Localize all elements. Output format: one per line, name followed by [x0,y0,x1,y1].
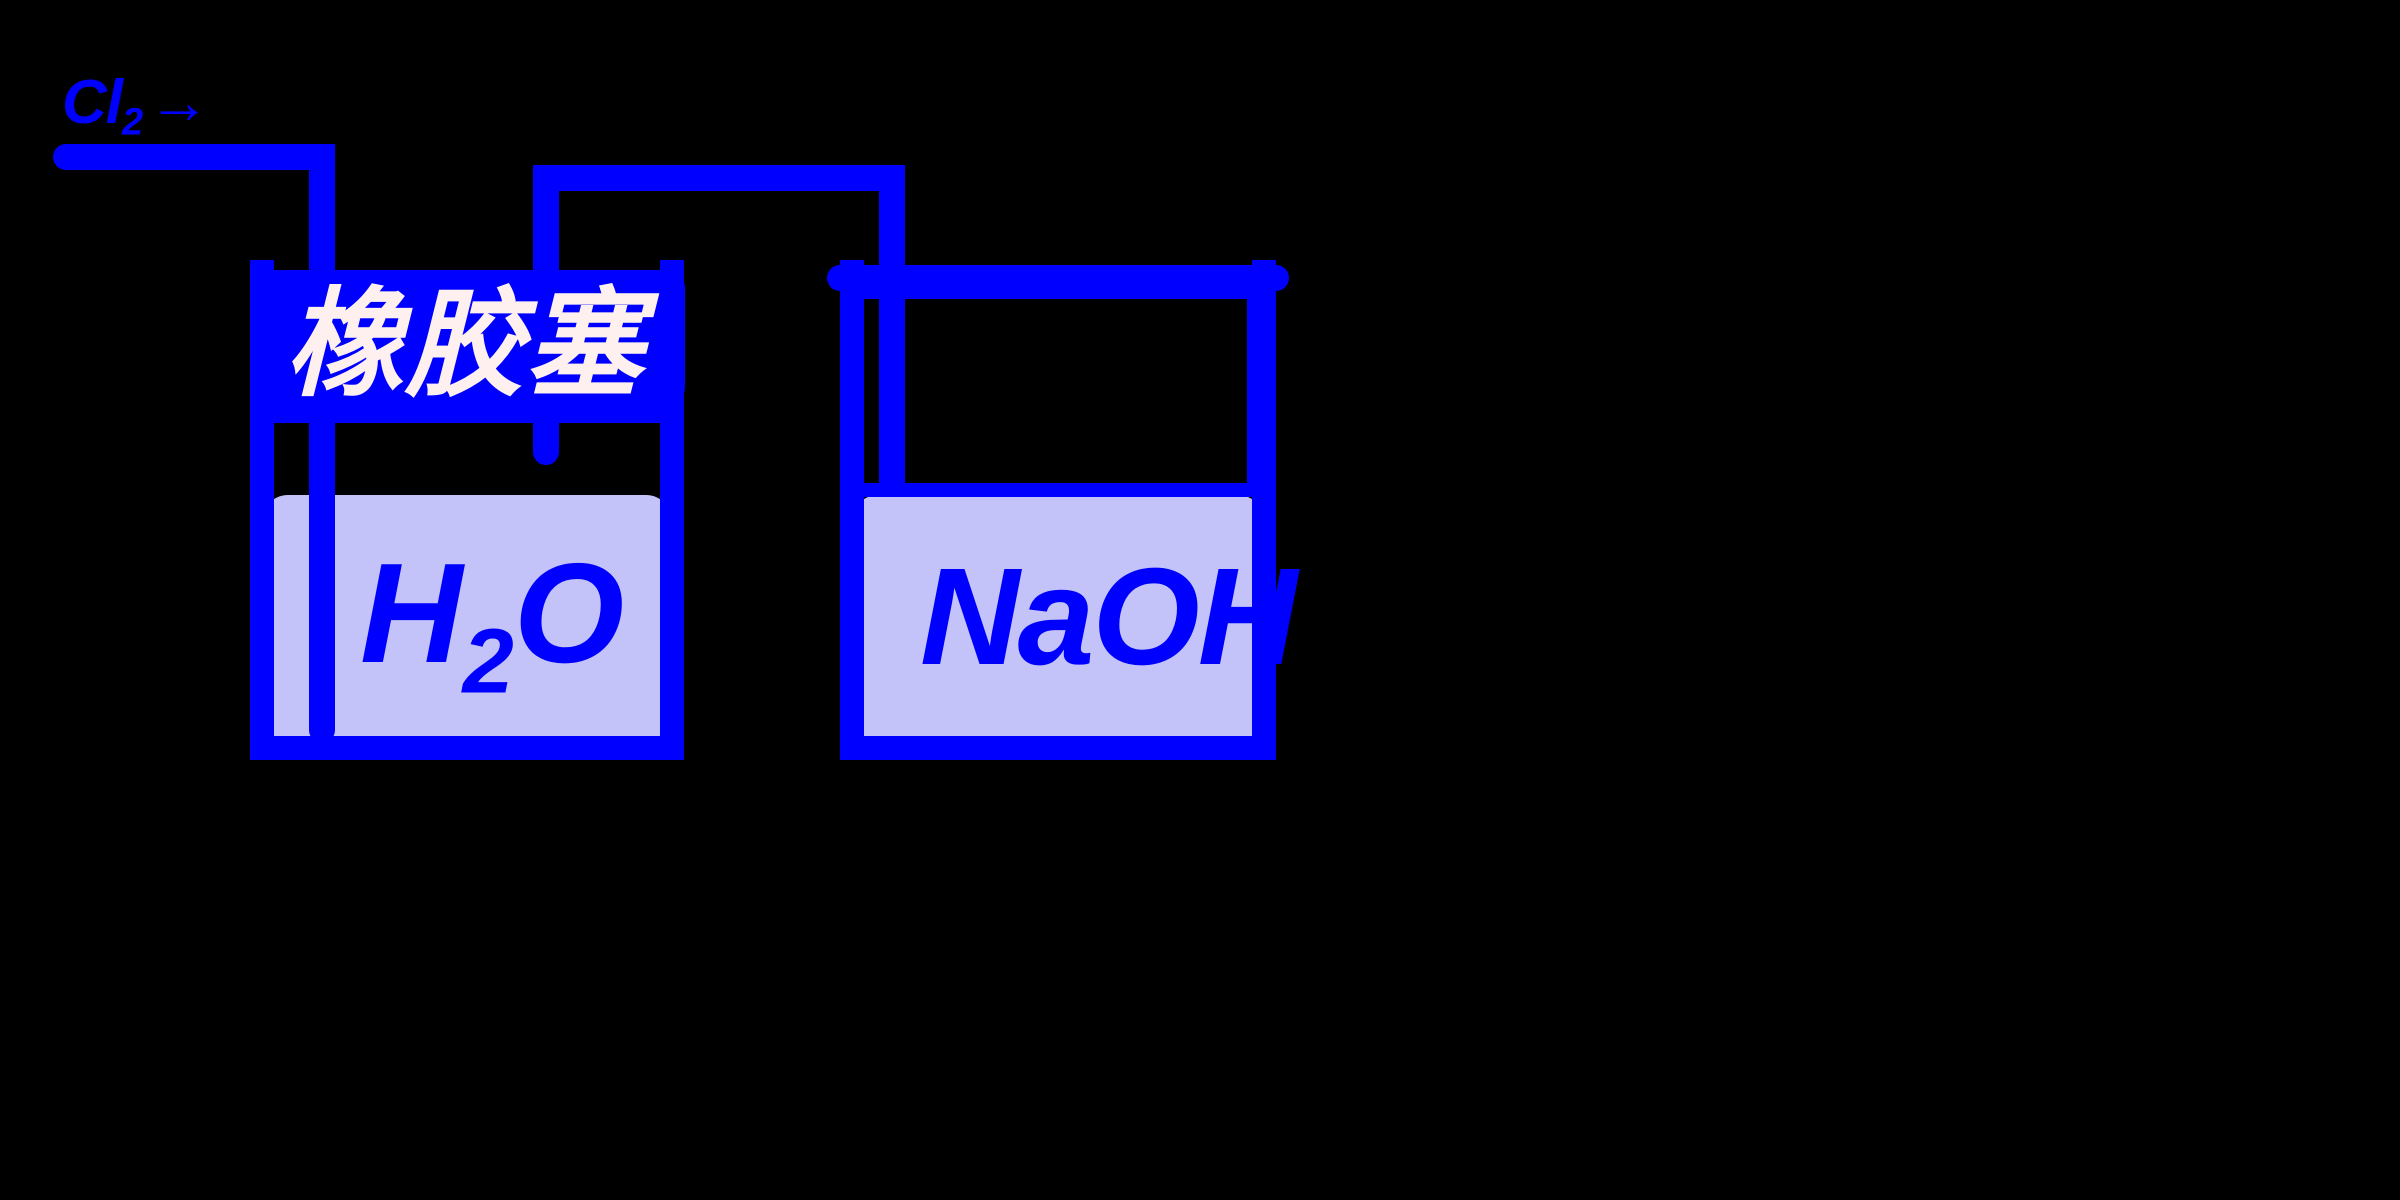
connecting-tube [533,165,905,743]
vessel-2-wall [840,260,1276,760]
vessel-1-liquid-label: H2O [360,543,624,708]
rubber-stopper-label: 橡胶塞 [285,279,646,411]
vessel-2-liquid-label: NaOH [920,540,1297,694]
flow-arrow-icon: → [148,68,210,137]
h2o-subscript: 2 [462,610,514,713]
vessel-2-liquid-fill [852,495,1264,745]
vessel-1-liquid-fill [262,495,672,745]
vessel-1-wall [250,260,684,760]
vessel-1-stopper-rounded-edge [250,270,685,405]
gas-formula-main: Cl [62,68,123,137]
h2o-part-2: O [513,534,625,693]
h2o-part-1: H [360,534,463,693]
gas-inlet-label: Cl2→ [62,72,210,144]
gas-inlet-tube [53,144,335,743]
gas-formula-subscript: 2 [122,101,143,144]
vessel-2-inner-rim [862,285,1261,497]
